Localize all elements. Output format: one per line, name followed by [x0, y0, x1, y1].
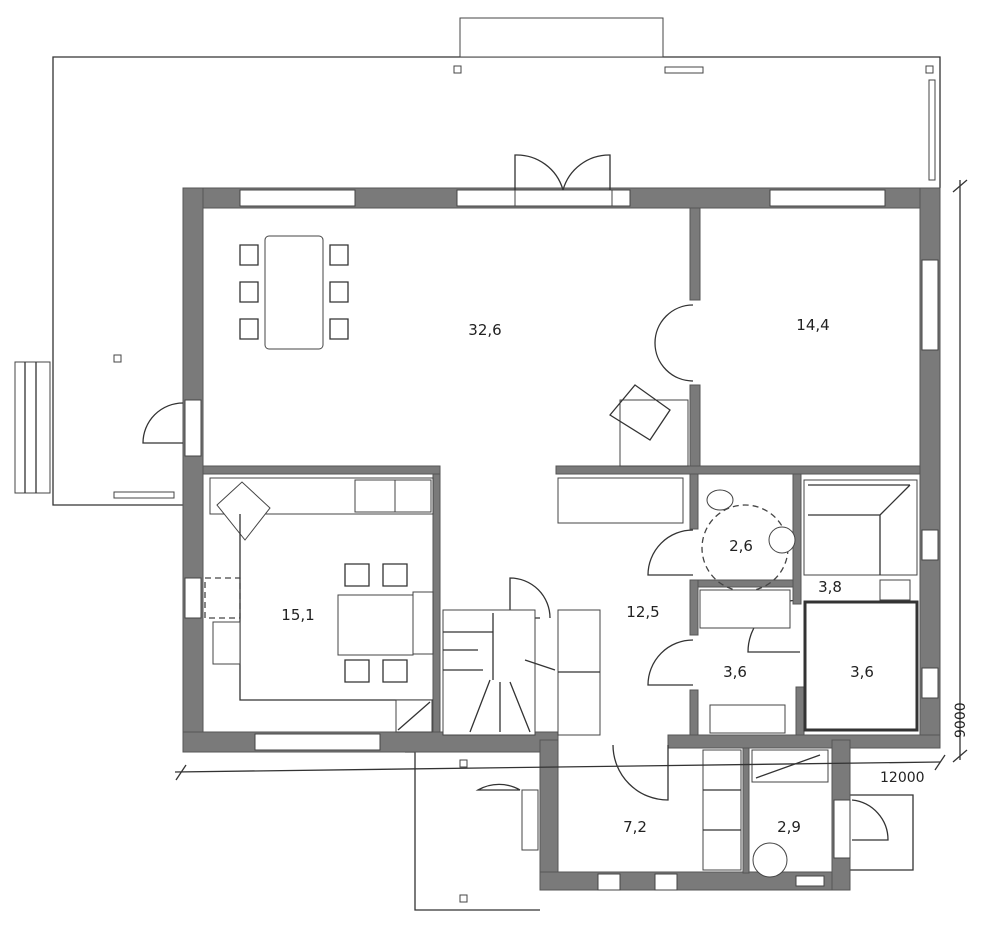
furniture [204, 235, 918, 887]
room-area-wc: 2,6 [729, 537, 753, 555]
dimension-lines: 9000 12000 [174, 179, 969, 786]
interior-walls [202, 207, 921, 874]
terrace [14, 17, 941, 506]
room-area-living: 32,6 [468, 321, 501, 339]
room-area-hall: 12,5 [626, 603, 659, 621]
room-area-technical: 2,9 [777, 818, 801, 836]
room-labels: 32,6 14,4 15,1 2,6 3,8 12,5 3,6 3,6 7,2 … [281, 316, 874, 836]
room-area-utility: 3,6 [723, 663, 747, 681]
windows [184, 189, 939, 891]
room-area-washroom: 3,6 [850, 663, 874, 681]
dimension-depth: 9000 [953, 702, 969, 738]
room-area-bedroom: 14,4 [796, 316, 829, 334]
room-area-kitchen: 15,1 [281, 606, 314, 624]
room-area-sauna: 3,8 [818, 578, 842, 596]
room-area-entrance: 7,2 [623, 818, 647, 836]
dimension-width: 12000 [880, 770, 925, 786]
